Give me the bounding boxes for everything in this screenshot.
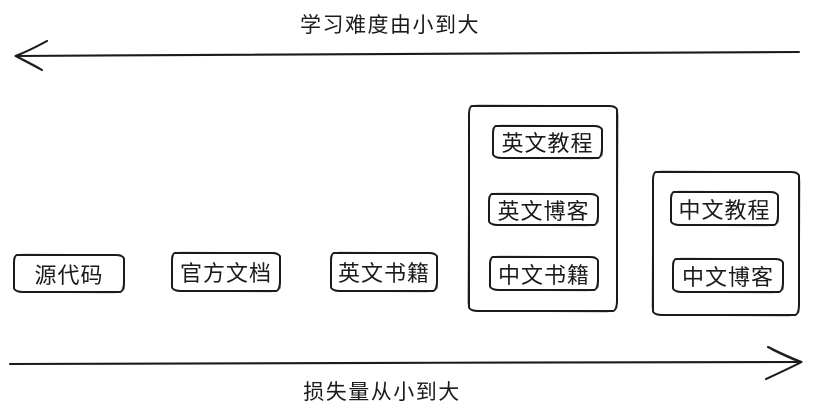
top-axis-label: 学习难度由小到大 bbox=[300, 14, 480, 37]
box-label: 英文书籍 bbox=[337, 261, 430, 286]
top-arrow-head bbox=[14, 39, 49, 72]
box-label: 中文博客 bbox=[681, 264, 774, 290]
right-arrow-icon bbox=[8, 345, 803, 381]
box-chinese-tutorials: 中文教程 bbox=[670, 191, 779, 226]
box-label: 中文教程 bbox=[678, 197, 771, 223]
box-label: 英文教程 bbox=[501, 131, 594, 156]
box-label: 源代码 bbox=[34, 262, 104, 288]
box-label: 官方文档 bbox=[179, 261, 272, 286]
box-english-blogs: 英文博客 bbox=[488, 193, 599, 226]
box-english-books: 英文书籍 bbox=[330, 252, 438, 292]
box-chinese-books: 中文书籍 bbox=[489, 256, 599, 291]
top-arrow-head-sketch bbox=[17, 56, 41, 69]
box-label: 中文书籍 bbox=[497, 262, 590, 288]
left-arrow-icon bbox=[14, 39, 801, 72]
box-chinese-blogs: 中文博客 bbox=[672, 258, 784, 293]
group-box-right: 中文教程 中文博客 bbox=[652, 171, 800, 316]
box-label: 英文博客 bbox=[497, 198, 590, 224]
box-official-docs: 官方文档 bbox=[171, 252, 281, 292]
bottom-arrow-head bbox=[764, 345, 803, 381]
bottom-arrow-line bbox=[8, 360, 802, 366]
box-english-tutorials: 英文教程 bbox=[492, 125, 603, 159]
box-source-code: 源代码 bbox=[13, 254, 125, 293]
top-arrow-line bbox=[14, 50, 801, 58]
group-box-left: 英文教程 英文博客 中文书籍 bbox=[468, 105, 618, 312]
bottom-axis-label: 损失量从小到大 bbox=[303, 381, 461, 404]
bottom-arrow-head-sketch bbox=[771, 349, 798, 362]
